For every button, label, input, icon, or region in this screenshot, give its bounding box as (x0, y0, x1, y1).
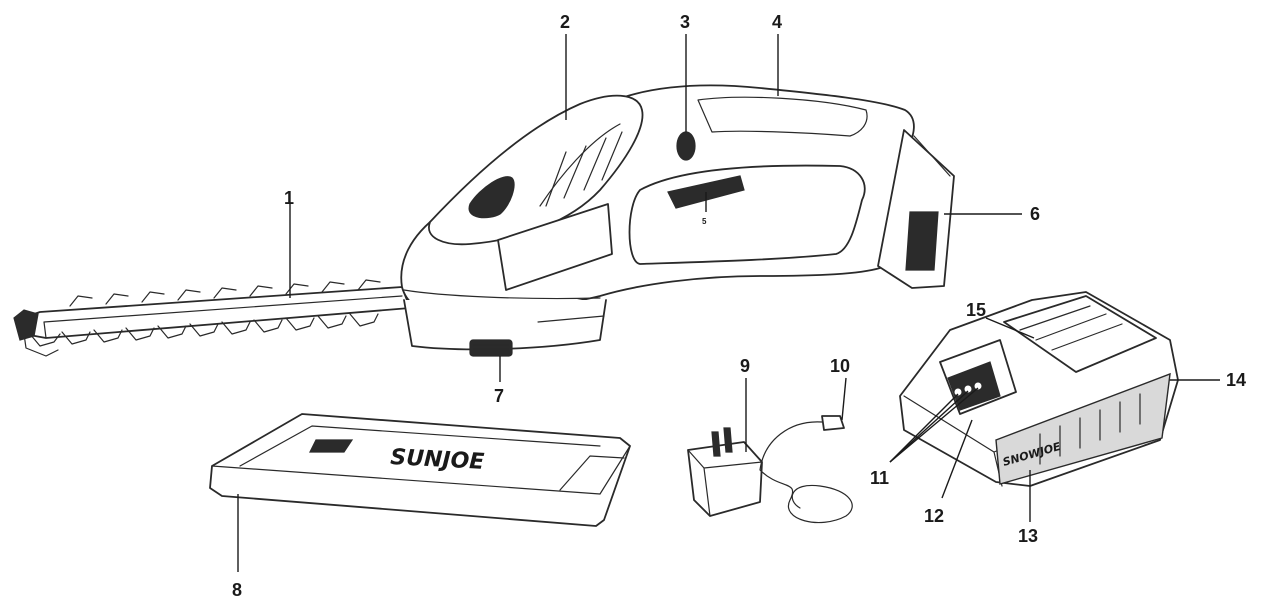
callout-12: 12 (924, 506, 944, 526)
charger-illustration (687, 415, 853, 524)
callout-5: 5 (702, 217, 707, 226)
trimmer-body-illustration (400, 84, 915, 357)
hedge-trimmer-illustration (13, 84, 955, 357)
callout-4: 4 (772, 12, 782, 32)
leader-lines (237, 34, 1220, 572)
callout-11: 11 (870, 468, 889, 488)
callout-1: 1 (284, 188, 294, 208)
callout-15: 15 (966, 300, 986, 320)
callout-10: 10 (830, 356, 850, 376)
battery-port-illustration (877, 129, 955, 289)
callout-9: 9 (740, 356, 750, 376)
blade-cover-brand-text: SUNJOE (390, 445, 485, 475)
blade-illustration (13, 279, 411, 357)
callout-7: 7 (494, 386, 504, 406)
callout-numbers: 1 2 3 4 5 6 7 8 9 10 11 12 13 14 15 (232, 12, 1246, 600)
blade-cover-illustration: SUNJOE (209, 413, 631, 527)
callout-13: 13 (1018, 526, 1038, 546)
callout-6: 6 (1030, 204, 1040, 224)
callout-3: 3 (680, 12, 690, 32)
callout-2: 2 (560, 12, 570, 32)
battery-illustration: SNOWJOE (899, 291, 1179, 487)
callout-8: 8 (232, 580, 242, 600)
callout-14: 14 (1226, 370, 1246, 390)
